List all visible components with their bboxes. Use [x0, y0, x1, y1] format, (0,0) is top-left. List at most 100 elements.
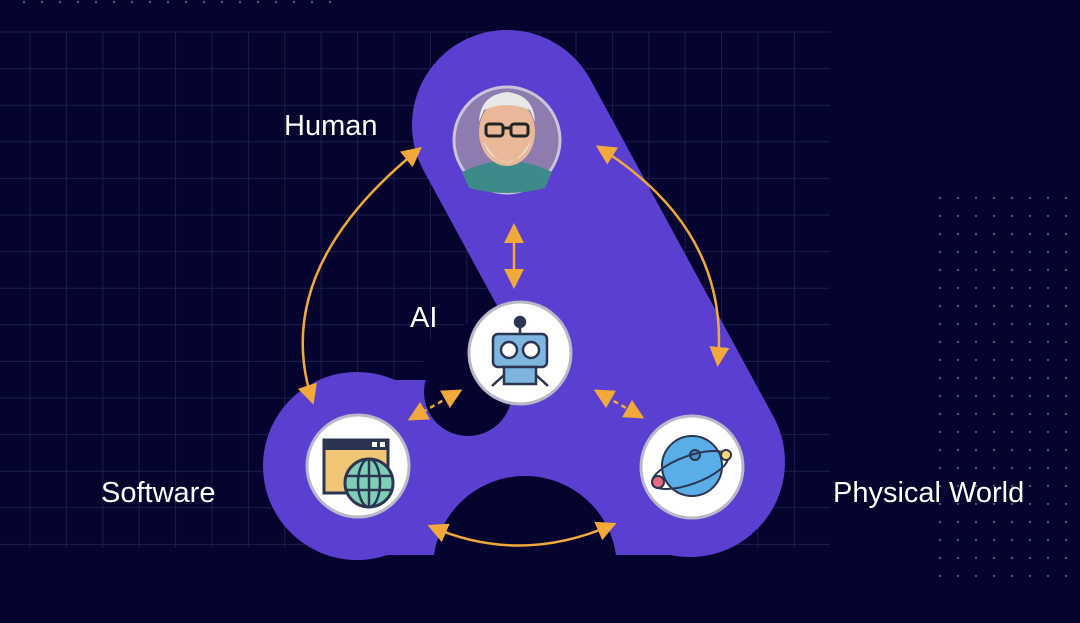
dot [1064, 304, 1068, 308]
dot [112, 0, 116, 4]
dot [1028, 322, 1032, 326]
dot [1064, 484, 1068, 488]
dot [1010, 538, 1014, 542]
dot [58, 0, 62, 4]
dot [938, 268, 942, 272]
dot [1046, 196, 1050, 200]
dot [1046, 484, 1050, 488]
human-node[interactable] [452, 85, 562, 195]
dot [1046, 394, 1050, 398]
dot [1064, 322, 1068, 326]
planet-icon [651, 435, 732, 497]
dot [1064, 556, 1068, 560]
dot [992, 214, 996, 218]
robot-icon [491, 315, 549, 387]
dot [1010, 232, 1014, 236]
dot [1010, 322, 1014, 326]
dot [1028, 538, 1032, 542]
dot [1010, 520, 1014, 524]
dot [974, 484, 978, 488]
dot [1010, 358, 1014, 362]
dot [956, 430, 960, 434]
dot [1064, 232, 1068, 236]
arrow-software-physical [427, 521, 617, 547]
dot [1046, 430, 1050, 434]
dot [1064, 520, 1068, 524]
dot [1046, 502, 1050, 506]
dot [974, 358, 978, 362]
dot [938, 448, 942, 452]
dot [956, 250, 960, 254]
dot [992, 376, 996, 380]
dot [1046, 538, 1050, 542]
dot [992, 394, 996, 398]
dot [1046, 466, 1050, 470]
dot [938, 466, 942, 470]
dot [1010, 376, 1014, 380]
dot [1010, 304, 1014, 308]
dot [938, 232, 942, 236]
dot [1064, 196, 1068, 200]
dot [974, 574, 978, 578]
dot [956, 232, 960, 236]
dot [974, 502, 978, 506]
dot [956, 304, 960, 308]
dot [1028, 556, 1032, 560]
dot [938, 250, 942, 254]
dot [974, 268, 978, 272]
dot [256, 0, 260, 4]
dot [1028, 214, 1032, 218]
dot [992, 232, 996, 236]
dot [1028, 358, 1032, 362]
dot [220, 0, 224, 4]
ai-node[interactable] [467, 300, 573, 406]
dot [974, 448, 978, 452]
dot [1046, 574, 1050, 578]
dot [938, 340, 942, 344]
dot [202, 0, 206, 4]
dot [1010, 484, 1014, 488]
dot [956, 358, 960, 362]
dot [956, 340, 960, 344]
dot [938, 322, 942, 326]
dot [1064, 286, 1068, 290]
software-label: Software [101, 477, 216, 509]
dot [992, 286, 996, 290]
dot [992, 502, 996, 506]
dot [974, 376, 978, 380]
dot [956, 412, 960, 416]
dot [992, 304, 996, 308]
dot [1010, 250, 1014, 254]
dot [238, 0, 242, 4]
dot [992, 430, 996, 434]
dot [1046, 250, 1050, 254]
dot [1064, 430, 1068, 434]
dot [974, 196, 978, 200]
dot [1028, 502, 1032, 506]
physical-world-node[interactable] [639, 414, 745, 520]
dot [1046, 268, 1050, 272]
dot [1028, 448, 1032, 452]
dot [956, 448, 960, 452]
dot [992, 358, 996, 362]
dot [1064, 502, 1068, 506]
dot [1064, 268, 1068, 272]
dot [992, 340, 996, 344]
software-node[interactable] [305, 413, 411, 519]
dot [992, 448, 996, 452]
dot [1010, 268, 1014, 272]
dot [1028, 250, 1032, 254]
dot [938, 214, 942, 218]
dot [1010, 466, 1014, 470]
dot [1046, 232, 1050, 236]
dot [992, 196, 996, 200]
dot [1028, 430, 1032, 434]
dot [956, 394, 960, 398]
dot [1010, 556, 1014, 560]
dot [938, 430, 942, 434]
dot [1064, 214, 1068, 218]
dot [1010, 502, 1014, 506]
dot [992, 412, 996, 416]
dot [974, 412, 978, 416]
dot [1046, 340, 1050, 344]
